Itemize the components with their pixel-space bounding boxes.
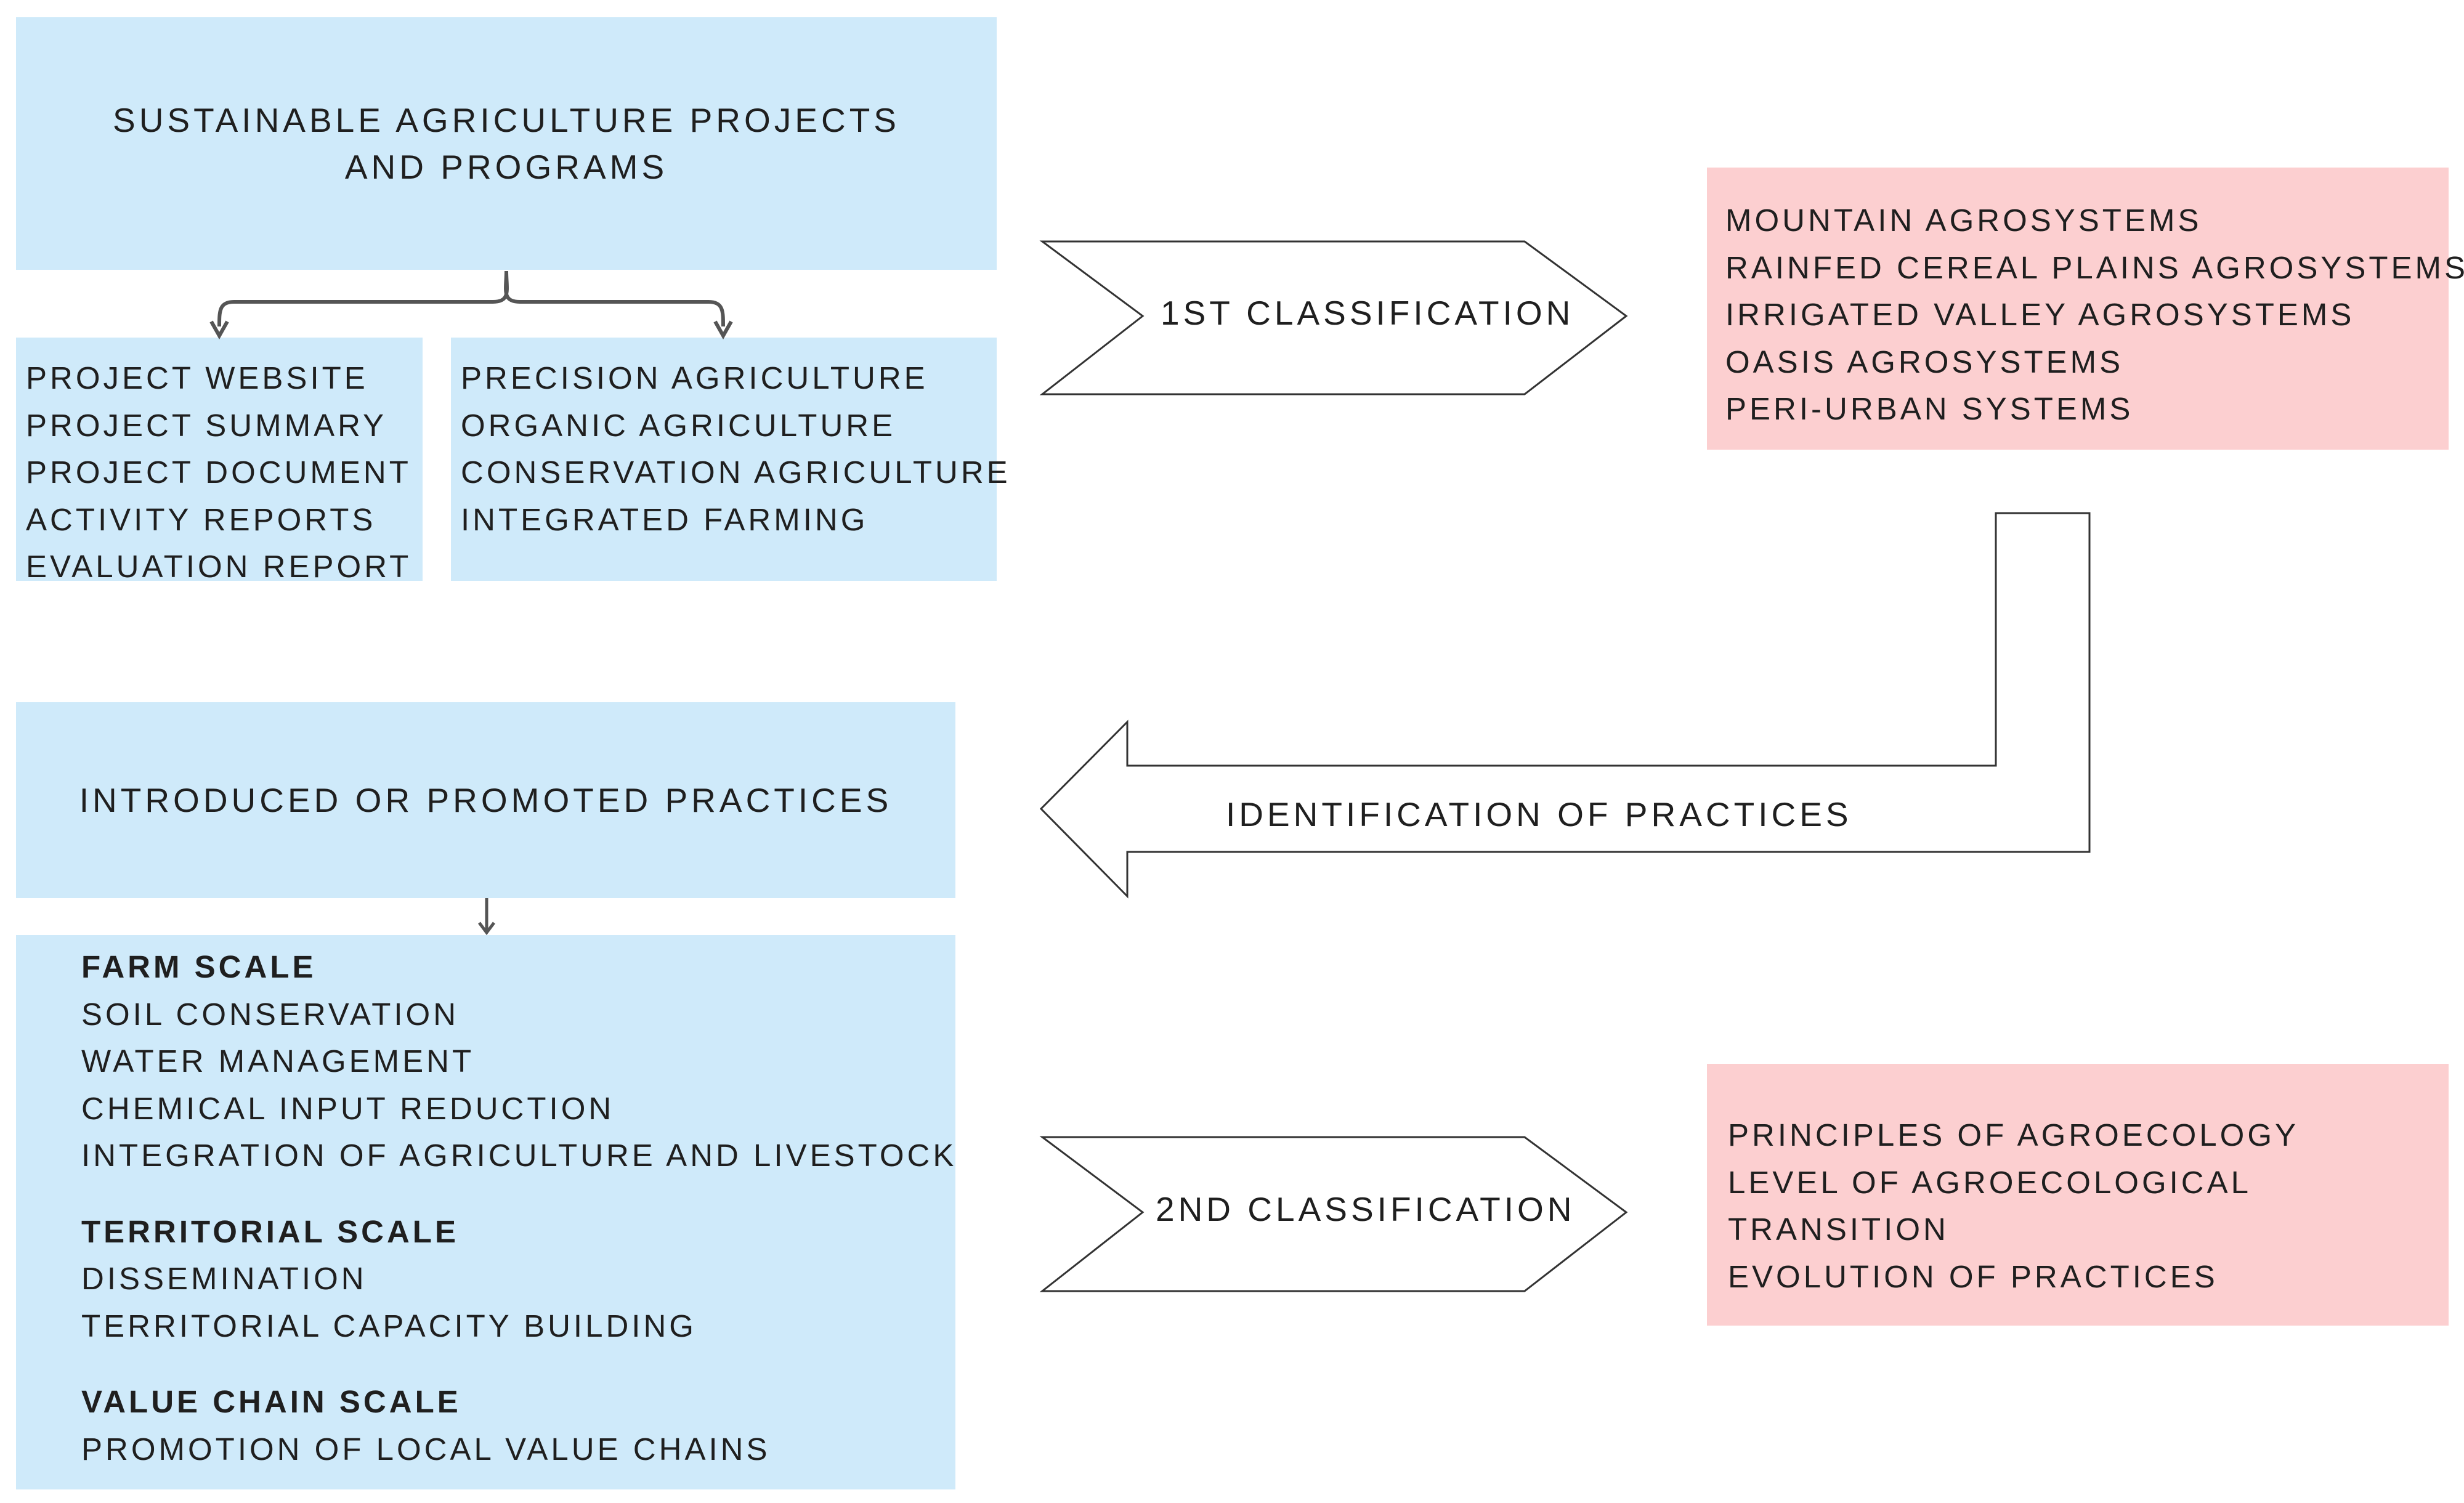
practices-title: INTRODUCED OR PROMOTED PRACTICES (79, 780, 893, 819)
approach-item: INTEGRATED FARMING (461, 501, 869, 537)
source-line-1: SUSTAINABLE AGRICULTURE PROJECTS (113, 100, 900, 139)
classification-2-chevron (1039, 1136, 1628, 1292)
farm-scale-item: WATER MANAGEMENT (81, 1043, 475, 1079)
value-chain-scale-heading: VALUE CHAIN SCALE (81, 1384, 461, 1419)
down-arrowhead (478, 922, 495, 936)
brace-arrowhead-right (713, 320, 733, 340)
agroecology-item: TRANSITION (1728, 1212, 1949, 1247)
document-item: PROJECT WEBSITE (26, 360, 368, 395)
agrosystem-item: RAINFED CEREAL PLAINS AGROSYSTEMS (1725, 249, 2464, 285)
classification-2-label: 2ND CLASSIFICATION (1156, 1190, 1576, 1228)
identification-label: IDENTIFICATION OF PRACTICES (1226, 795, 1852, 833)
brace-connector (217, 270, 725, 327)
farm-scale-heading: FARM SCALE (81, 949, 317, 984)
agrosystem-item: PERI-URBAN SYSTEMS (1725, 391, 2134, 426)
territorial-scale-heading: TERRITORIAL SCALE (81, 1213, 459, 1249)
document-item: ACTIVITY REPORTS (26, 501, 376, 537)
agrosystem-item: OASIS AGROSYSTEMS (1725, 344, 2124, 379)
farm-scale-item: CHEMICAL INPUT REDUCTION (81, 1090, 615, 1126)
farm-scale-item: INTEGRATION OF AGRICULTURE AND LIVESTOCK (81, 1138, 957, 1173)
farm-scale-item: SOIL CONSERVATION (81, 996, 460, 1032)
document-item: EVALUATION REPORT (26, 549, 412, 584)
approaches-box: PRECISION AGRICULTURE ORGANIC AGRICULTUR… (451, 338, 1011, 581)
document-item: PROJECT DOCUMENT (26, 455, 411, 490)
classification-1-chevron (1039, 240, 1628, 395)
agrosystems-box: MOUNTAIN AGROSYSTEMS RAINFED CEREAL PLAI… (1707, 168, 2464, 450)
source-line-2: AND PROGRAMS (344, 148, 668, 186)
documents-box: PROJECT WEBSITE PROJECT SUMMARY PROJECT … (16, 338, 423, 584)
approach-item: PRECISION AGRICULTURE (461, 360, 928, 395)
identification-arrow-shape (1039, 512, 2091, 899)
value-chain-scale-item: PROMOTION OF LOCAL VALUE CHAINS (81, 1431, 771, 1467)
brace-arrowhead-left (209, 320, 229, 340)
agrosystem-item: MOUNTAIN AGROSYSTEMS (1725, 203, 2202, 238)
agroecology-item: LEVEL OF AGROECOLOGICAL (1728, 1164, 2252, 1200)
territorial-scale-item: DISSEMINATION (81, 1261, 367, 1296)
agroecology-item: PRINCIPLES OF AGROECOLOGY (1728, 1117, 2300, 1153)
document-item: PROJECT SUMMARY (26, 407, 387, 443)
agroecology-box: PRINCIPLES OF AGROECOLOGY LEVEL OF AGROE… (1707, 1064, 2449, 1326)
source-box: SUSTAINABLE AGRICULTURE PROJECTS AND PRO… (16, 17, 997, 270)
practices-box: INTRODUCED OR PROMOTED PRACTICES (16, 702, 955, 898)
scales-box: FARM SCALE SOIL CONSERVATION WATER MANAG… (16, 935, 955, 1489)
approach-item: ORGANIC AGRICULTURE (461, 407, 896, 443)
territorial-scale-item: TERRITORIAL CAPACITY BUILDING (81, 1308, 697, 1343)
classification-1-label: 1ST CLASSIFICATION (1161, 294, 1574, 332)
agroecology-item: EVOLUTION OF PRACTICES (1728, 1258, 2218, 1294)
agrosystem-item: IRRIGATED VALLEY AGROSYSTEMS (1725, 297, 2355, 332)
approach-item: CONSERVATION AGRICULTURE (461, 455, 1011, 490)
